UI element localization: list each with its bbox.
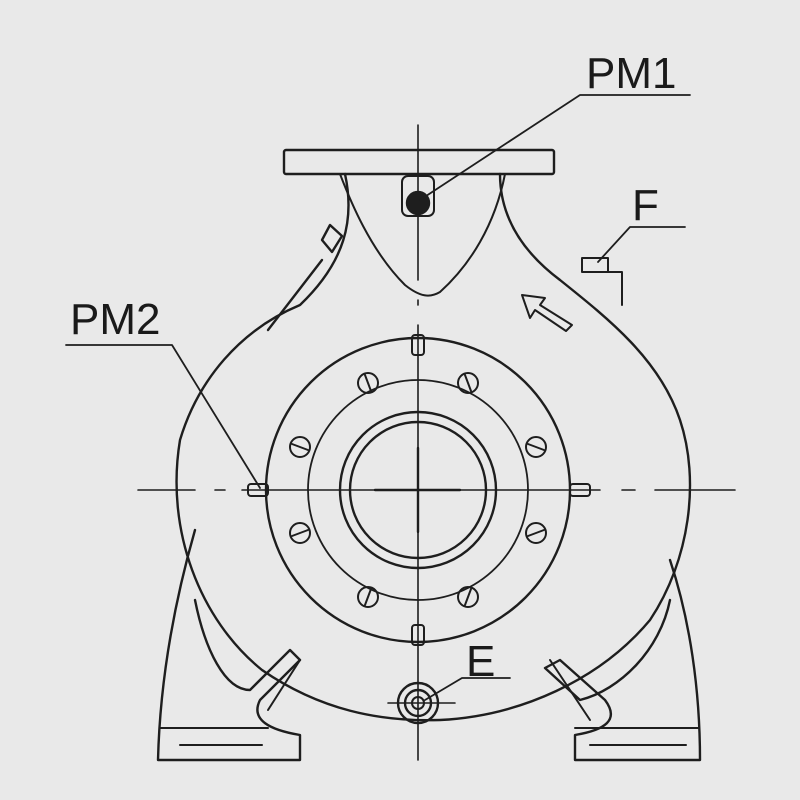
suction-bore-outer (338, 410, 498, 570)
suction-flange-bolt-ring (307, 379, 529, 601)
bolt-holes (289, 372, 547, 608)
pm2-label: PM2 (70, 295, 161, 344)
left-boss (320, 223, 344, 254)
f-port (581, 257, 623, 306)
flow-direction-arrow (521, 294, 573, 332)
f-label: F (632, 181, 659, 230)
suction-bore-inner (348, 420, 488, 560)
volute-casing (175, 172, 692, 722)
volute-inner-line (339, 173, 506, 297)
right-foot (543, 558, 702, 762)
e-label: E (466, 637, 496, 686)
leader-lines (65, 94, 691, 701)
e-drain-plug (396, 681, 440, 725)
pm1-label: PM1 (586, 49, 677, 98)
discharge-flange (282, 148, 556, 176)
left-foot (156, 528, 302, 762)
flange-studs (247, 334, 591, 646)
